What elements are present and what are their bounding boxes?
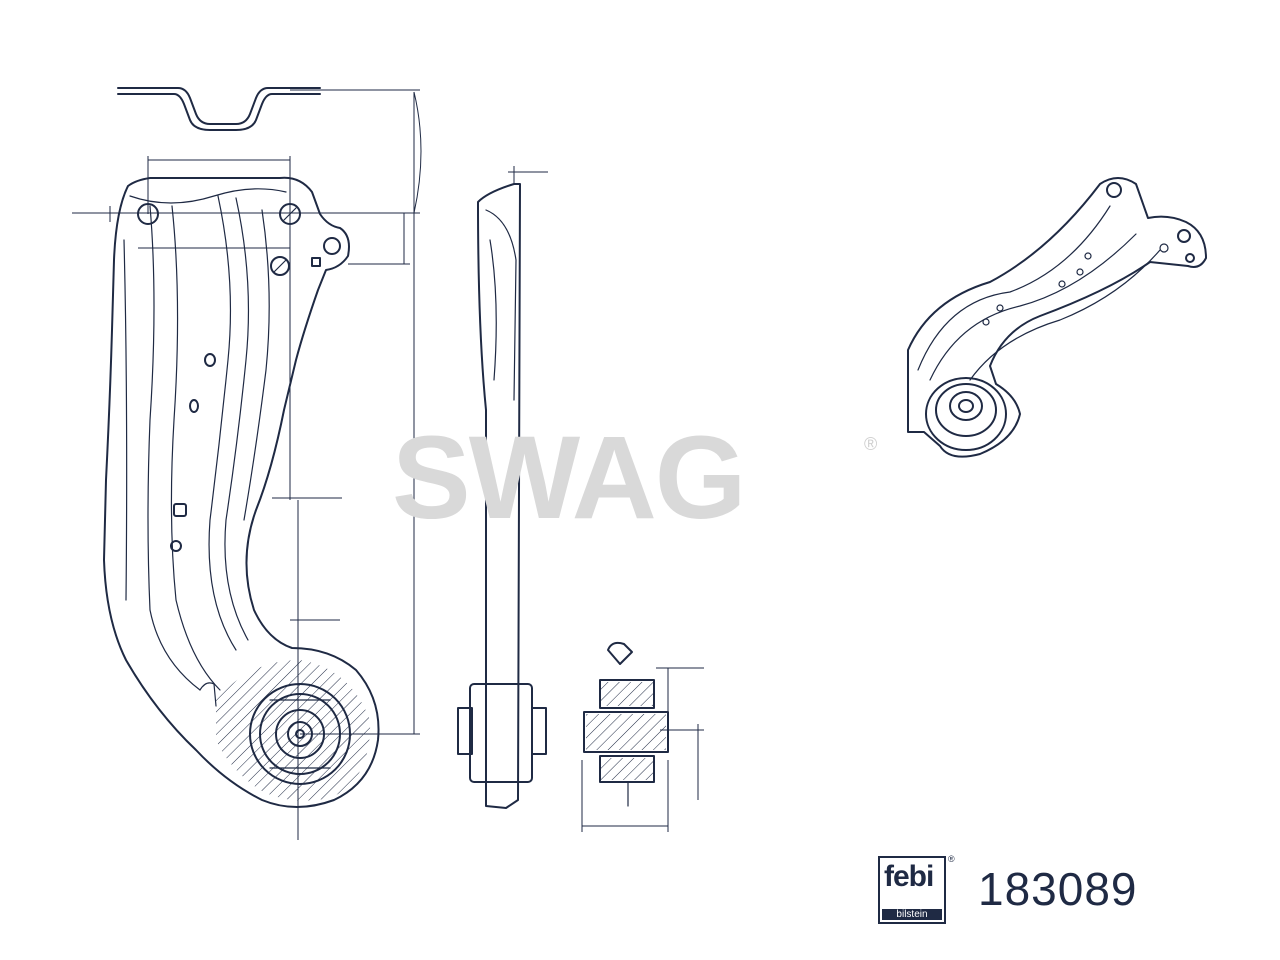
logo-subtext: bilstein	[882, 909, 942, 920]
bushing-section-view	[581, 641, 704, 832]
trailing-arm-side-view	[457, 166, 548, 809]
logo-frame: febi bilstein	[878, 856, 946, 924]
part-number: 183089	[978, 863, 1138, 915]
trailing-arm-front-view	[103, 176, 380, 808]
watermark-registered-mark: ®	[864, 434, 878, 454]
febi-bilstein-logo: febi bilstein ®	[878, 854, 955, 926]
swag-watermark: SWAG	[392, 412, 747, 544]
logo-text: febi	[884, 860, 934, 893]
perspective-view	[907, 177, 1207, 458]
top-section-profile	[117, 87, 420, 131]
logo-registered-mark: ®	[948, 854, 955, 864]
dimension-lines-front	[72, 91, 422, 840]
